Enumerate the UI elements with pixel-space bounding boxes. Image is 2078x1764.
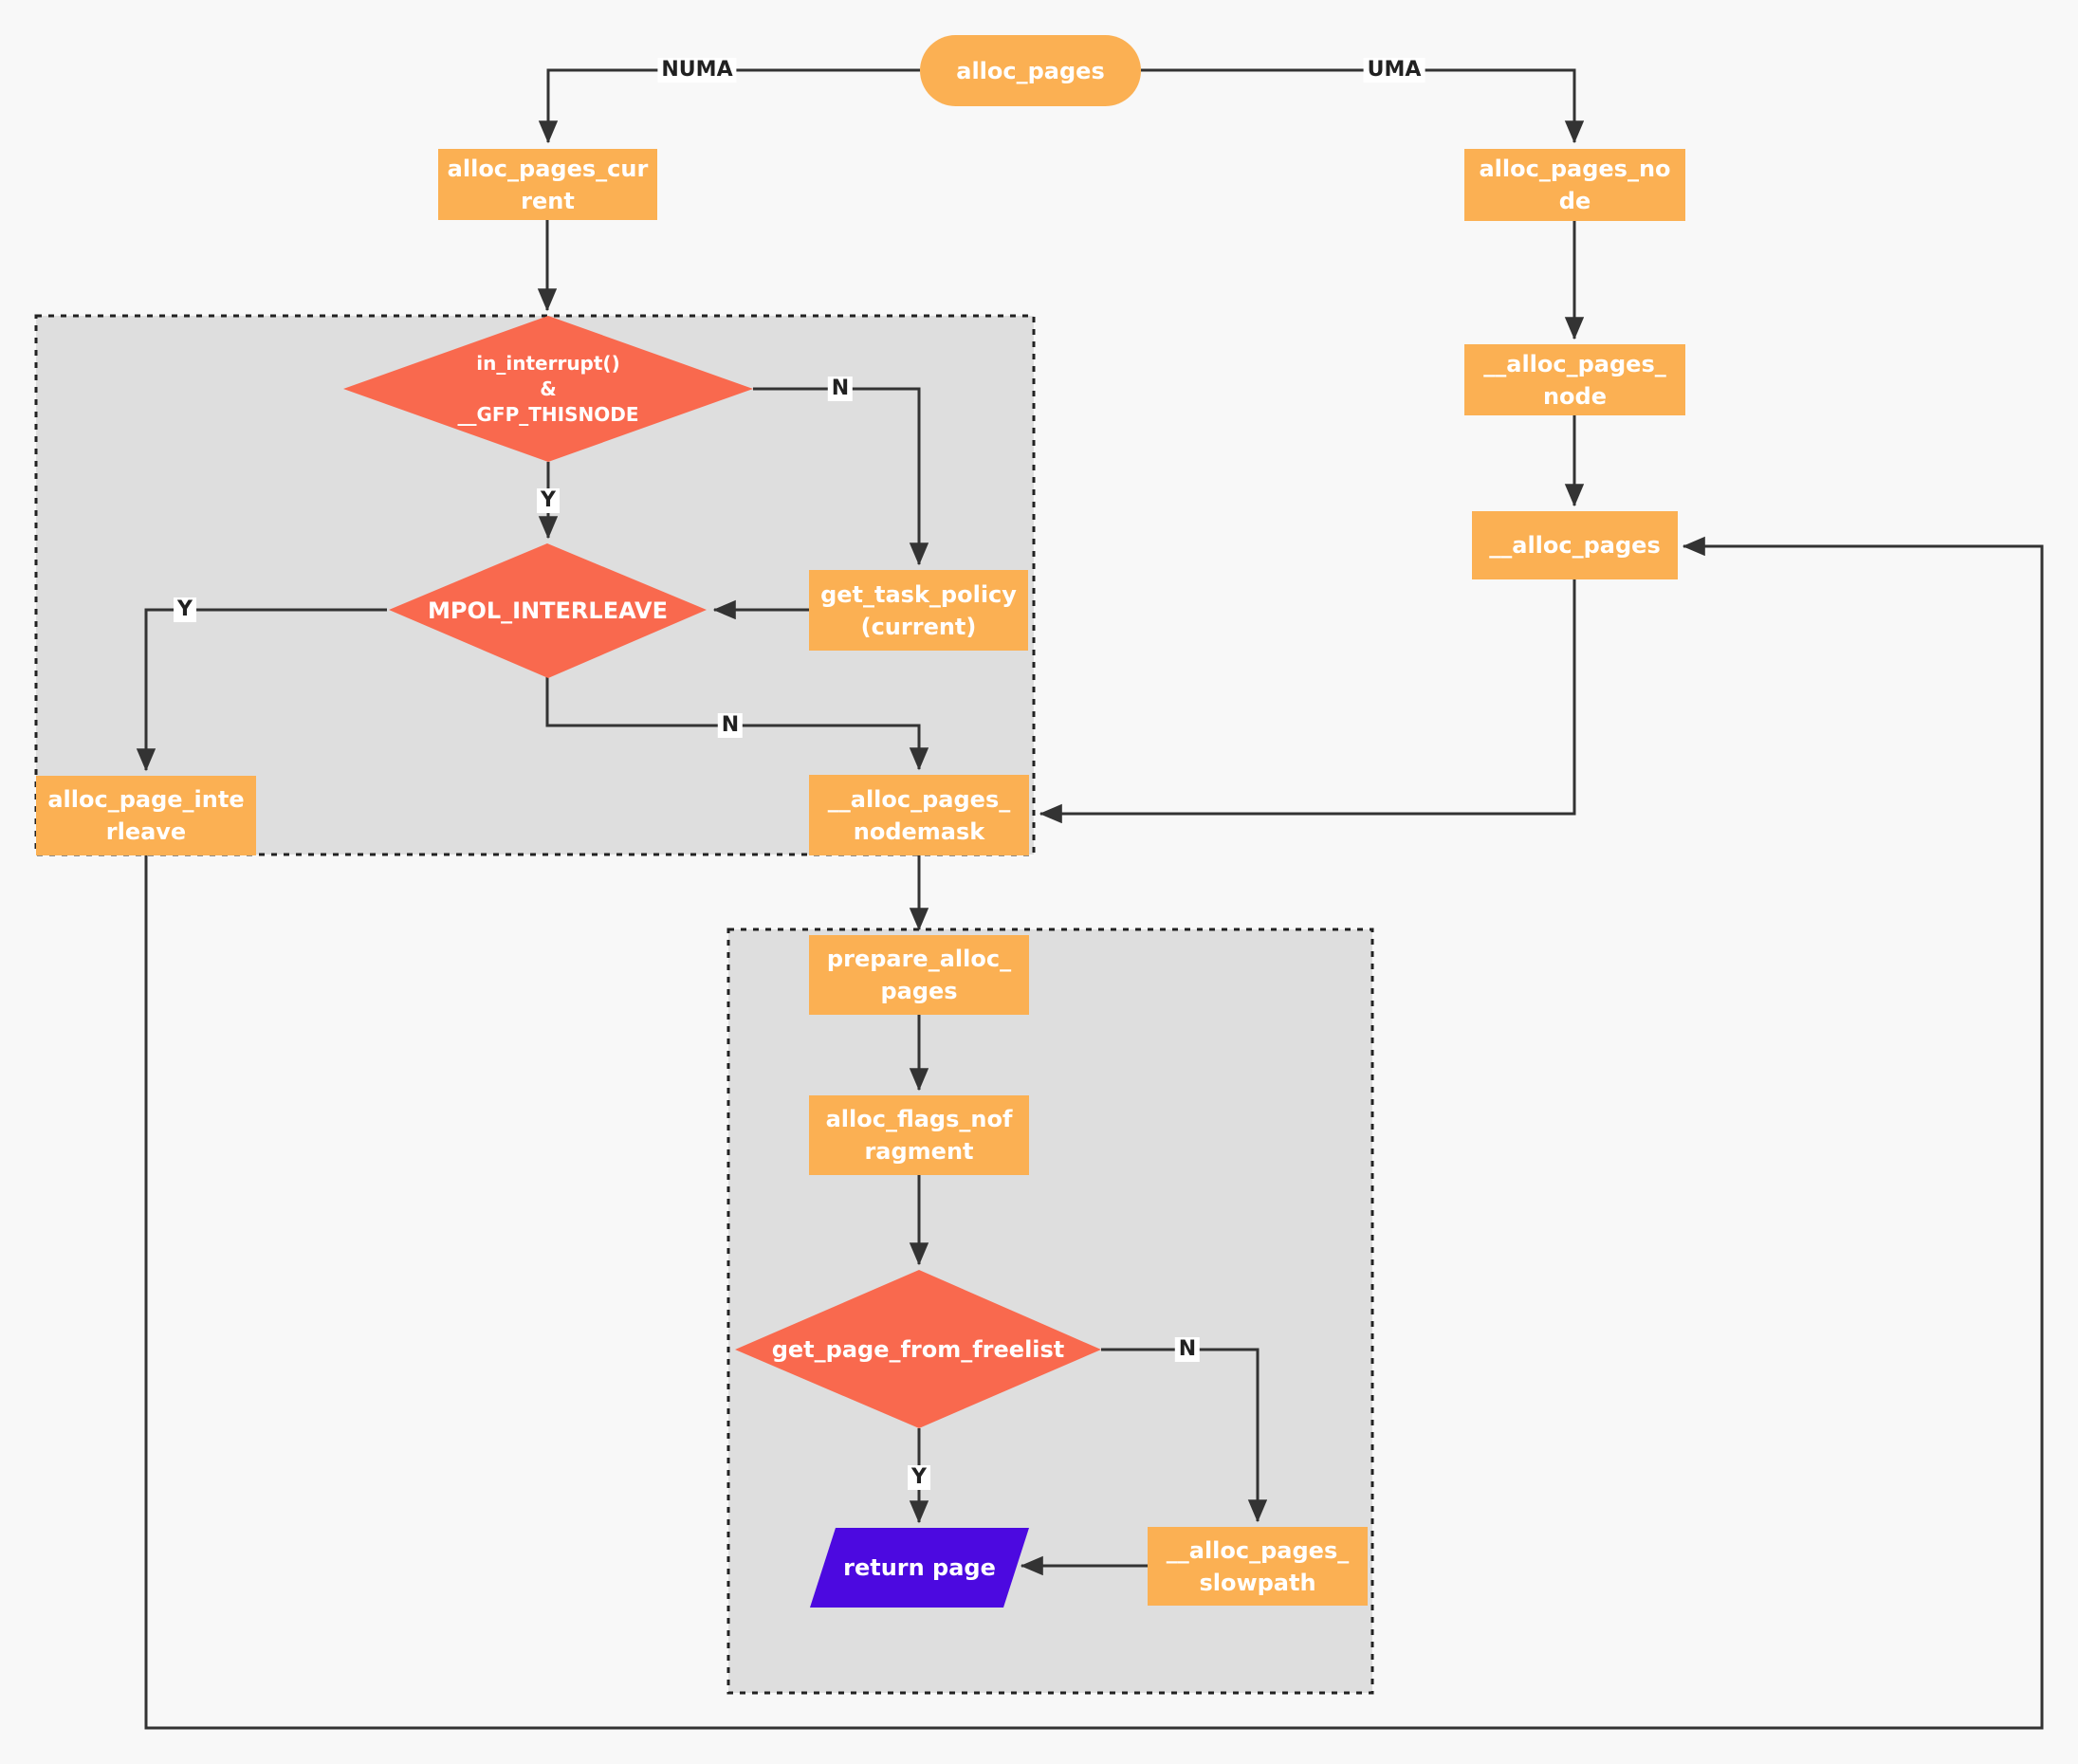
edge-label-freelist-y: Y xyxy=(908,1465,930,1490)
node-dunder-alloc-pages-nodemask: __alloc_pages_ nodemask xyxy=(809,775,1029,855)
edge-dunder-alloc-pages-to-nodemask xyxy=(1039,579,1576,824)
edge-in-interrupt-n-to-get-task-policy xyxy=(753,387,929,566)
edge-label-in-interrupt-y: Y xyxy=(537,488,560,513)
edge-label-freelist-n: N xyxy=(1174,1337,1201,1362)
node-alloc-pages-current: alloc_pages_cur rent xyxy=(438,149,657,220)
decision-in-interrupt-shape xyxy=(343,316,753,462)
node-alloc-pages-node: alloc_pages_no de xyxy=(1464,149,1685,221)
node-dunder-alloc-pages-node: __alloc_pages_ node xyxy=(1464,344,1685,415)
decision-mpol-interleave-label: MPOL_INTERLEAVE xyxy=(427,597,669,624)
node-alloc-pages: alloc_pages xyxy=(920,35,1141,106)
edge-label-numa: NUMA xyxy=(657,58,737,83)
edge-label-mpol-n: N xyxy=(717,713,744,738)
node-dunder-alloc-pages-slowpath: __alloc_pages_ slowpath xyxy=(1148,1527,1368,1606)
decision-mpol-interleave-shape xyxy=(389,543,707,678)
output-return-page-shape xyxy=(810,1528,1029,1608)
node-prepare-alloc-pages: prepare_alloc_ pages xyxy=(809,935,1029,1015)
edge-label-uma: UMA xyxy=(1363,58,1425,83)
node-get-task-policy: get_task_policy (current) xyxy=(809,570,1028,651)
decision-get-page-from-freelist-shape xyxy=(735,1270,1101,1428)
edge-mpol-y-to-interleave xyxy=(136,608,387,772)
decision-in-interrupt-label: in_interrupt() & __GFP_THISNODE xyxy=(457,351,639,426)
edge-freelist-n-to-slowpath xyxy=(1101,1348,1268,1523)
node-dunder-alloc-pages: __alloc_pages xyxy=(1472,511,1678,579)
edge-label-mpol-y: Y xyxy=(174,597,196,622)
node-alloc-page-interleave: alloc_page_inte rleave xyxy=(36,776,256,855)
edge-label-in-interrupt-n: N xyxy=(827,377,854,401)
node-alloc-flags-nofragment: alloc_flags_nof ragment xyxy=(809,1095,1029,1175)
decision-get-page-from-freelist-label: get_page_from_freelist xyxy=(771,1335,1065,1363)
output-return-page-label: return page xyxy=(843,1554,996,1581)
edge-alloc-pages-to-node-uma xyxy=(1141,68,1585,144)
edge-interleave-loop-to-dunder-alloc-pages xyxy=(144,536,2044,1730)
edge-alloc-pages-to-current-numa xyxy=(538,68,920,144)
